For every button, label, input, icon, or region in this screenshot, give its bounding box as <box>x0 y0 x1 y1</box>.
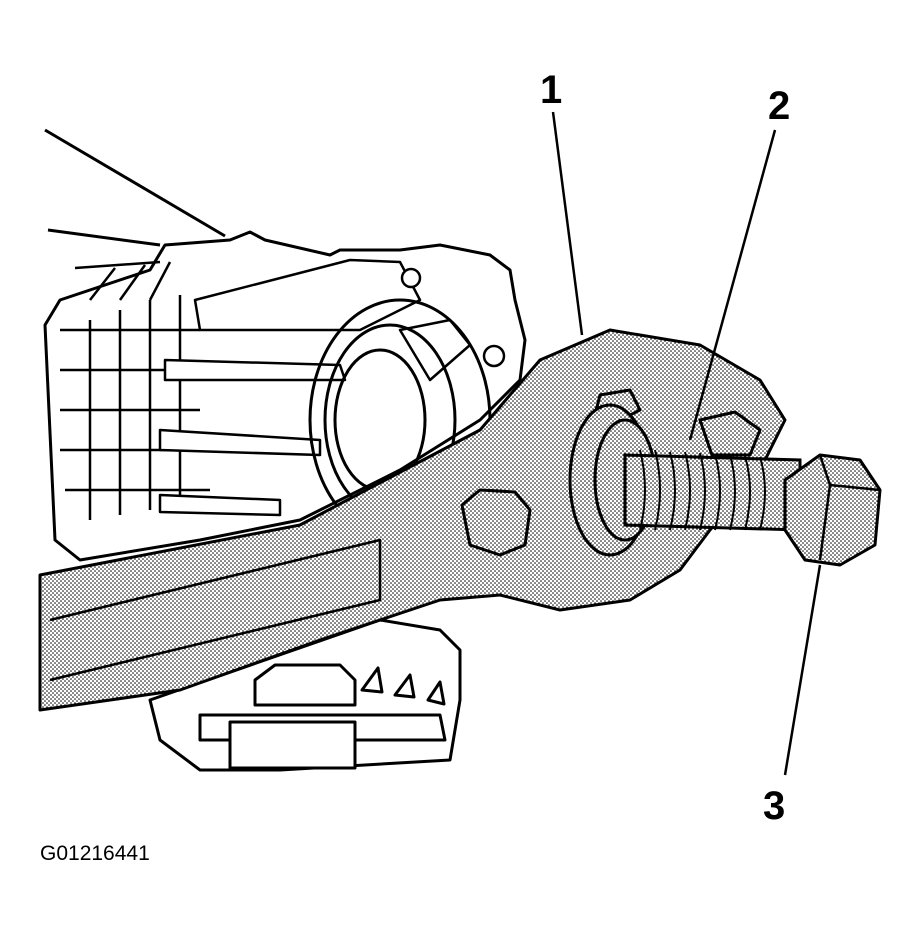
callout-label-1: 1 <box>540 68 563 112</box>
lower-bracket <box>148 618 462 772</box>
hex-bolt-head <box>783 453 882 567</box>
threaded-rod <box>623 449 802 532</box>
leader-line-3 <box>783 564 822 776</box>
axle-housing <box>43 128 527 562</box>
leader-lines <box>551 111 822 776</box>
figure-id: G01216441 <box>40 842 150 865</box>
callout-label-3: 3 <box>763 784 786 828</box>
leader-line-2 <box>688 129 777 441</box>
callout-label-2: 2 <box>768 84 791 128</box>
leader-line-1 <box>551 111 584 336</box>
